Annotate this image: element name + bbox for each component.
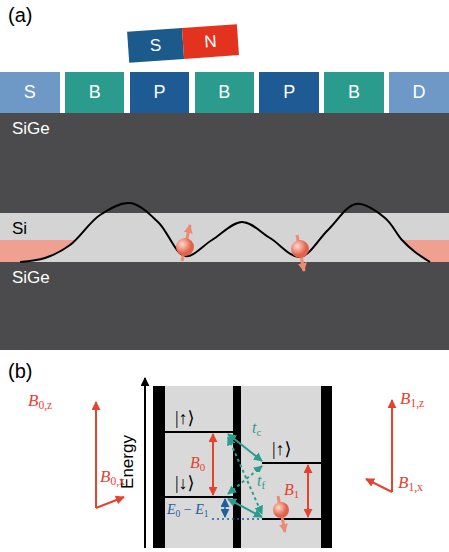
label-part: 0 bbox=[200, 461, 205, 473]
detuning-label: E0 − E1 bbox=[167, 502, 209, 517]
label-part: B bbox=[100, 467, 110, 486]
energy-level bbox=[262, 462, 321, 464]
potential-curve bbox=[20, 203, 430, 262]
tunnel-label: tc bbox=[251, 419, 262, 437]
gate-electrode: B bbox=[65, 72, 125, 113]
detuning-arrow bbox=[224, 499, 226, 517]
gate-electrode: P bbox=[259, 72, 319, 113]
sige-layer: SiGe bbox=[0, 262, 449, 350]
energy-level bbox=[165, 496, 233, 498]
panel-label: (b) bbox=[8, 360, 32, 382]
field-vector bbox=[391, 400, 393, 492]
vector-label: B1,x bbox=[398, 474, 423, 493]
sige-layer bbox=[0, 262, 449, 350]
zeeman-arrow bbox=[212, 434, 214, 495]
gate-electrode: B bbox=[324, 72, 384, 113]
label-part: 0,z bbox=[38, 399, 52, 412]
label-part: E bbox=[195, 502, 204, 517]
state-ket: |↑⟩ bbox=[272, 440, 292, 460]
field-vector bbox=[95, 402, 97, 508]
label-part: − bbox=[184, 502, 192, 517]
field-vector bbox=[366, 479, 392, 492]
node-text: B bbox=[348, 82, 360, 103]
field-vector bbox=[96, 497, 124, 508]
node-text: B bbox=[218, 82, 230, 103]
label-part: 1 bbox=[294, 488, 299, 500]
label-part: B bbox=[28, 391, 38, 410]
dot-region bbox=[153, 386, 332, 548]
barrier bbox=[153, 386, 165, 548]
label-part: t bbox=[252, 419, 256, 436]
label-part: 1 bbox=[204, 509, 209, 519]
energy-level bbox=[262, 518, 321, 520]
node-text: N bbox=[204, 31, 218, 52]
gate-electrode: B bbox=[195, 72, 255, 113]
barrier bbox=[321, 386, 332, 548]
panel-label: (a) bbox=[8, 4, 32, 26]
label-part: t bbox=[257, 472, 261, 489]
vector-label: B0,z bbox=[28, 392, 52, 411]
node-text: SiGe bbox=[12, 268, 50, 288]
sige-layer bbox=[0, 113, 449, 213]
field-label: B0 bbox=[190, 454, 205, 472]
node-text: P bbox=[283, 82, 295, 103]
label-part: c bbox=[256, 426, 261, 438]
label-part bbox=[192, 502, 196, 517]
label-part: 0,x bbox=[110, 475, 124, 488]
magnet-pole: S bbox=[127, 28, 184, 63]
tunnel-label: tf bbox=[256, 472, 266, 490]
label-part: 0 bbox=[176, 509, 181, 519]
si-layer: Si bbox=[0, 213, 449, 262]
node-text: S bbox=[149, 35, 162, 56]
label-part: E bbox=[167, 502, 176, 517]
electron bbox=[273, 502, 289, 518]
reference-line bbox=[212, 518, 262, 520]
label-part bbox=[180, 502, 184, 517]
electron bbox=[291, 240, 309, 258]
energy-level bbox=[165, 431, 233, 433]
gate-electrode: D bbox=[389, 72, 449, 113]
label-part: B bbox=[400, 389, 410, 408]
si-layer bbox=[0, 213, 449, 262]
node-text: Si bbox=[12, 219, 27, 239]
field-label: B1 bbox=[284, 481, 299, 499]
vector-label: B0,x bbox=[100, 468, 125, 487]
reservoir bbox=[0, 240, 76, 262]
node-text: D bbox=[412, 82, 425, 103]
label-part: 1,z bbox=[410, 397, 424, 410]
energy-axis bbox=[144, 378, 146, 548]
barrier bbox=[233, 386, 241, 548]
node-text: S bbox=[24, 82, 36, 103]
label-part: B bbox=[284, 481, 294, 498]
state-ket: |↑⟩ bbox=[175, 409, 195, 429]
label-part: 1,x bbox=[408, 481, 422, 494]
label-part: B bbox=[190, 454, 200, 471]
node-text: P bbox=[153, 82, 165, 103]
magnet-pole: N bbox=[182, 24, 239, 59]
node-text: SiGe bbox=[12, 119, 50, 139]
sige-layer: SiGe bbox=[0, 113, 449, 213]
gate-electrode: S bbox=[0, 72, 60, 113]
zeeman-arrow bbox=[307, 465, 309, 517]
node-text: B bbox=[89, 82, 101, 103]
tunnel-arrow bbox=[228, 499, 262, 517]
label-part: f bbox=[261, 479, 265, 491]
vector-label: B1,z bbox=[400, 390, 424, 409]
gate-electrode: P bbox=[130, 72, 190, 113]
label-part: B bbox=[398, 473, 408, 492]
state-ket: |↓⟩ bbox=[175, 474, 195, 494]
electron bbox=[176, 238, 194, 256]
